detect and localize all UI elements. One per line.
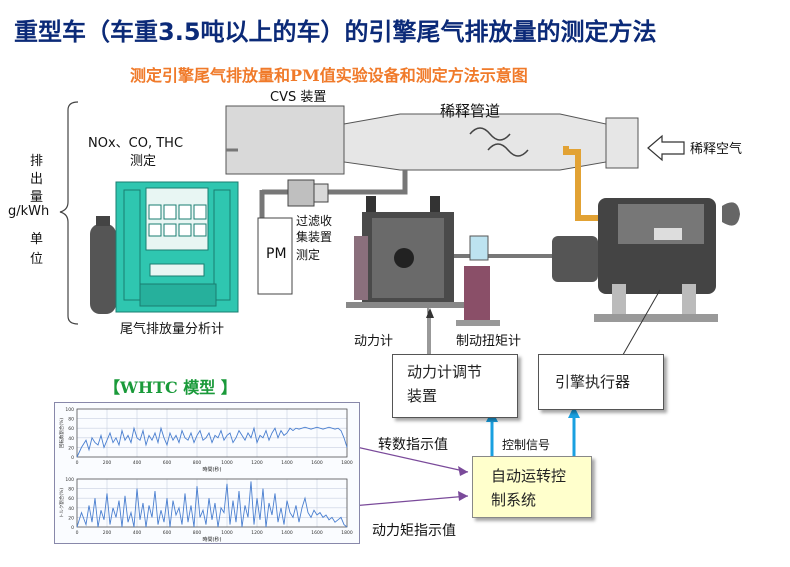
x-tick-label: 400 — [133, 530, 142, 536]
x-tick-label: 400 — [133, 460, 142, 466]
series-line — [76, 481, 348, 528]
series-line — [76, 426, 348, 458]
control-signal-label: 控制信号 — [502, 438, 551, 452]
engine-actuator-box: 引擎执行器 — [538, 354, 664, 410]
page-title: 重型车（车重3.5吨以上的车）的引擎尾气排放量的测定方法 — [14, 18, 657, 46]
cvs-unit — [225, 105, 345, 175]
dilution-tunnel-label: 稀释管道 — [440, 102, 501, 120]
emission-unit-char-1: 排 — [30, 154, 44, 169]
torque-meter — [464, 266, 490, 320]
x-tick-label: 1400 — [281, 530, 293, 536]
y-tick-label: 20 — [68, 445, 74, 451]
x-tick-label: 1200 — [251, 460, 263, 466]
cvs-label: CVS 装置 — [270, 90, 327, 105]
pm-label: PM — [266, 246, 287, 262]
x-tick-label: 1000 — [221, 460, 233, 466]
pm-box — [257, 217, 293, 295]
x-tick-label: 1000 — [221, 530, 233, 536]
exhaust-pipe — [563, 146, 612, 221]
diagram-subtitle: 测定引擎尾气排放量和PM值实验设备和测定方法示意图 — [130, 66, 528, 85]
engine-flywheel — [552, 236, 598, 282]
y-tick-label: 0 — [71, 455, 74, 461]
flow-swirl — [469, 127, 529, 157]
auto-control-system-box: 自动运转控 制系统 — [472, 456, 592, 518]
gas-measure-label-2: 测定 — [130, 154, 157, 169]
x-tick-label: 1600 — [311, 530, 323, 536]
x-tick-label: 1400 — [281, 460, 293, 466]
x-tick-label: 1200 — [251, 530, 263, 536]
dynamometer-controller-box: 动力计调节 装置 — [392, 354, 518, 418]
y-tick-label: 80 — [68, 487, 74, 493]
whtc-title: 【WHTC 模型 】 — [104, 378, 237, 397]
x-tick-label: 0 — [76, 530, 79, 536]
bracket — [59, 101, 79, 325]
y-axis-label: 回転数割合(%) — [58, 418, 65, 449]
x-tick-label: 1800 — [341, 530, 353, 536]
x-axis-label: 時間(秒) — [203, 536, 222, 543]
torque-meter-label: 制动扭矩计 — [456, 334, 522, 349]
y-tick-label: 100 — [65, 407, 74, 413]
emission-unit-tail-1: 单 — [30, 232, 44, 247]
pm-measure-label: 测定 — [296, 248, 321, 262]
emission-unit-char-2: 出 — [30, 172, 44, 187]
filter-label-2: 集装置 — [296, 230, 333, 244]
y-tick-label: 60 — [68, 496, 74, 502]
y-tick-label: 60 — [68, 426, 74, 432]
x-tick-label: 0 — [76, 460, 79, 466]
dynamometer-label: 动力计 — [354, 334, 394, 349]
y-tick-label: 40 — [68, 506, 74, 512]
x-tick-label: 1800 — [341, 460, 353, 466]
gas-measure-label: NOx、CO, THC — [88, 136, 184, 151]
emission-unit-char-3: 量 — [30, 190, 44, 205]
x-tick-label: 800 — [193, 530, 202, 536]
dilution-tunnel — [343, 113, 607, 171]
emission-unit-tail-2: 位 — [30, 252, 44, 267]
x-tick-label: 600 — [163, 460, 172, 466]
x-tick-label: 200 — [103, 530, 112, 536]
emission-unit-value: g/kWh — [8, 204, 50, 219]
filter-label-1: 过滤收 — [296, 214, 333, 228]
dyn-controller-line-1: 动力计调节 — [407, 363, 483, 381]
x-tick-label: 800 — [193, 460, 202, 466]
x-axis-label: 時間(秒) — [203, 466, 222, 473]
analyzer-label: 尾气排放量分析计 — [120, 322, 225, 337]
y-tick-label: 20 — [68, 515, 74, 521]
dilution-air-label: 稀释空气 — [690, 142, 743, 157]
sampling-pipe — [312, 170, 408, 195]
tunnel-inlet — [605, 117, 639, 169]
filter-unit — [287, 179, 315, 207]
engine-actuator-label: 引擎执行器 — [555, 373, 631, 391]
dyn-controller-line-2: 装置 — [407, 387, 438, 405]
y-tick-label: 0 — [71, 525, 74, 531]
x-tick-label: 600 — [163, 530, 172, 536]
y-tick-label: 100 — [65, 477, 74, 483]
auto-control-line-2: 制系统 — [491, 491, 537, 509]
dilution-air-arrow — [647, 134, 685, 162]
y-tick-label: 80 — [68, 417, 74, 423]
y-tick-label: 40 — [68, 436, 74, 442]
torque-indicator-label: 动力矩指示值 — [372, 523, 456, 539]
gas-cylinder — [90, 224, 116, 314]
y-axis-label: トルク割合(%) — [58, 488, 65, 519]
x-tick-label: 1600 — [311, 460, 323, 466]
x-tick-label: 200 — [103, 460, 112, 466]
plot-frame — [76, 408, 348, 458]
speed-indicator-label: 转数指示值 — [378, 437, 448, 453]
auto-control-line-1: 自动运转控 — [491, 467, 567, 485]
plot-frame — [76, 478, 348, 528]
